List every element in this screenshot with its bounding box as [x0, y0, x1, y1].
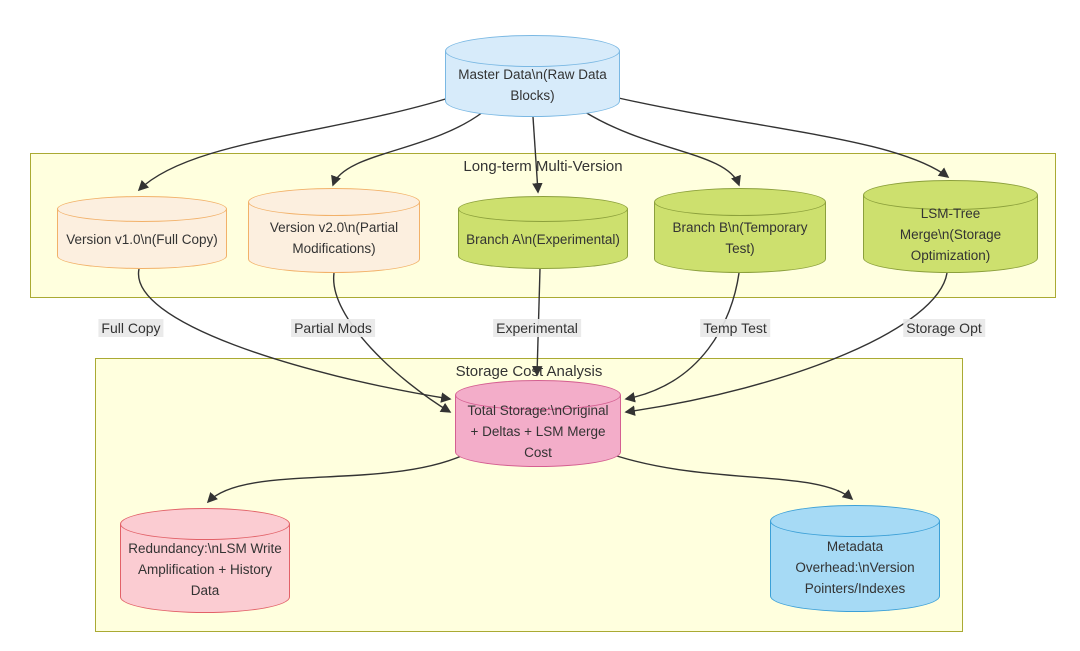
node-lsm-tree-merge-label: LSM-Tree Merge\n(Storage Optimization) — [899, 206, 1002, 263]
cluster-cost-analysis-title: Storage Cost Analysis — [455, 363, 603, 380]
cylinder-top — [120, 508, 290, 540]
node-total-storage: Total Storage:\nOriginal + Deltas + LSM … — [455, 380, 621, 467]
edge-branchb-total — [624, 272, 740, 403]
node-total-storage-label: Total Storage:\nOriginal + Deltas + LSM … — [467, 403, 609, 460]
edge-label-storage-opt: Storage Opt — [903, 319, 985, 337]
edge-v2-total — [333, 272, 452, 413]
cylinder-top — [57, 196, 227, 222]
cylinder-top — [445, 35, 620, 67]
cylinder-top — [458, 196, 628, 222]
edge-master-lsm — [613, 96, 950, 178]
node-version-v2-label: Version v2.0\n(Partial Modifications) — [269, 219, 399, 256]
edge-label-temp-test: Temp Test — [700, 319, 770, 337]
cylinder-top — [654, 188, 826, 216]
edge-master-branchb — [584, 111, 741, 187]
edge-lsm-total — [624, 272, 948, 416]
edge-label-partial-mods: Partial Mods — [291, 319, 375, 337]
node-metadata-overhead-label: Metadata Overhead:\nVersion Pointers/Ind… — [795, 538, 915, 596]
node-master-data-label: Master Data\n(Raw Data Blocks) — [458, 66, 607, 103]
node-branch-a-label: Branch A\n(Experimental) — [466, 231, 620, 247]
node-lsm-tree-merge: LSM-Tree Merge\n(Storage Optimization) — [863, 180, 1038, 273]
cluster-multi-version-title: Long-term Multi-Version — [463, 158, 623, 175]
node-redundancy-label: Redundancy:\nLSM Write Amplification + H… — [128, 540, 282, 598]
edge-master-brancha — [532, 116, 543, 194]
node-metadata-overhead: Metadata Overhead:\nVersion Pointers/Ind… — [770, 505, 940, 612]
edge-master-v1 — [137, 96, 453, 192]
node-branch-a: Branch A\n(Experimental) — [458, 196, 628, 269]
node-version-v2: Version v2.0\n(Partial Modifications) — [248, 188, 420, 273]
cylinder-top — [455, 380, 621, 410]
node-redundancy: Redundancy:\nLSM Write Amplification + H… — [120, 508, 290, 613]
node-version-v1-label: Version v1.0\n(Full Copy) — [66, 231, 218, 247]
node-branch-b-label: Branch B\n(Temporary Test) — [672, 219, 808, 256]
edge-label-full-copy: Full Copy — [98, 319, 164, 337]
node-version-v1: Version v1.0\n(Full Copy) — [57, 196, 227, 269]
cylinder-top — [770, 505, 940, 537]
cylinder-top — [248, 188, 420, 216]
edge-total-metadata — [604, 451, 854, 501]
edge-master-v2 — [331, 111, 484, 187]
edge-label-experimental: Experimental — [493, 319, 581, 337]
edge-v1-total — [137, 268, 452, 403]
node-master-data: Master Data\n(Raw Data Blocks) — [445, 35, 620, 117]
edge-total-redundancy — [206, 451, 471, 504]
node-branch-b: Branch B\n(Temporary Test) — [654, 188, 826, 273]
cylinder-top — [863, 180, 1038, 210]
cylinder-body — [455, 395, 621, 467]
